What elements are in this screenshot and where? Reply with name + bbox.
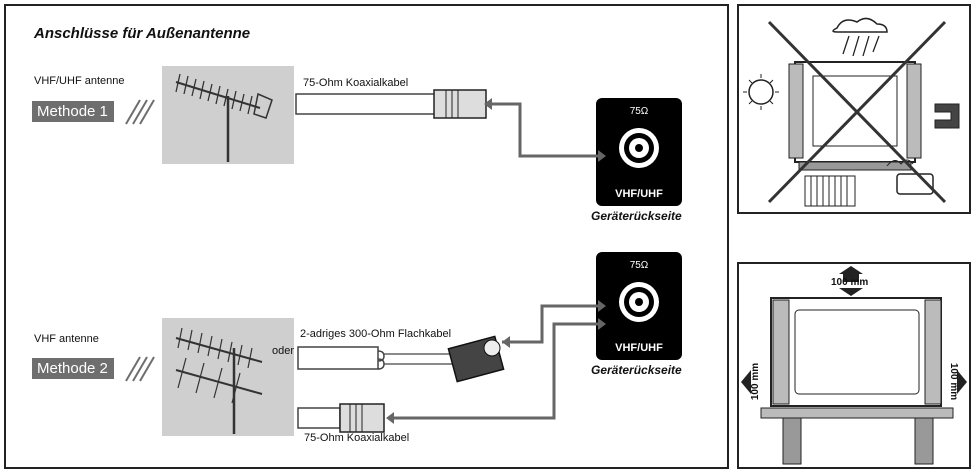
antenna-terminal-1: 75Ω VHF/UHF <box>596 98 682 206</box>
method2-coax-cable <box>297 407 341 429</box>
method2-coax-label: 75-Ohm Koaxialkabel <box>304 432 410 444</box>
method1-cable-label: 75-Ohm Koaxialkabel <box>303 77 409 89</box>
clearance-left-label: 100 mm <box>750 362 762 401</box>
terminal1-ohm-label: 75Ω <box>629 106 649 117</box>
coax-socket-icon <box>619 282 659 322</box>
main-diagram-panel: Anschlüsse für Außenantenne VHF/UHF ante… <box>4 4 729 469</box>
method2-flat-cable-label: 2-adriges 300-Ohm Flachkabel <box>300 328 452 340</box>
no-heat-moisture-magnet-icon <box>743 17 960 207</box>
page-title: Anschlüsse für Außenantenne <box>34 25 251 42</box>
balun-adapter-icon <box>447 335 505 383</box>
method2-or-label: oder <box>272 345 295 357</box>
method1-tag-stripes-icon <box>125 99 155 125</box>
terminal2-label: VHF/UHF <box>615 342 663 354</box>
method2-tag: Methode 2 <box>32 358 114 379</box>
placement-warning-panel <box>737 4 971 214</box>
method1-connection-arrow <box>492 102 598 158</box>
method2-flat-cable <box>297 346 379 370</box>
method2-antenna-label: VHF antenne <box>34 333 99 345</box>
method1-tag-label: Methode 1 <box>37 103 108 120</box>
method2-tag-stripes-icon <box>125 356 155 382</box>
terminal2-rear-label: Geräterückseite <box>591 363 682 377</box>
method1-coax-cable <box>295 93 437 115</box>
terminal1-label: VHF/UHF <box>615 188 663 200</box>
method2-coax-connection-arrow <box>394 322 598 420</box>
method1-coax-plug-icon <box>433 89 487 119</box>
vhf-antenna-icon <box>175 327 263 434</box>
method1-tag: Methode 1 <box>32 101 114 122</box>
clearance-right-label: 100 mm <box>948 362 960 401</box>
method1-antenna-label: VHF/UHF antenne <box>34 75 125 87</box>
cable-connections <box>295 89 606 433</box>
clearance-top-label: 100 mm <box>831 277 869 288</box>
clearance-panel: 100 mm 100 mm 100 mm <box>737 262 971 469</box>
method1-antenna-image <box>162 66 294 164</box>
method2-tag-label: Methode 2 <box>37 360 108 377</box>
yagi-antenna-icon <box>175 73 273 162</box>
terminal1-rear-label: Geräterückseite <box>591 209 682 223</box>
antenna-terminal-2: 75Ω VHF/UHF <box>596 252 682 360</box>
coax-socket-icon <box>619 128 659 168</box>
tv-clearance-diagram <box>741 266 967 465</box>
method2-flat-connection-arrow <box>502 304 598 344</box>
terminal2-ohm-label: 75Ω <box>629 260 649 271</box>
method2-antenna-image <box>162 318 294 436</box>
